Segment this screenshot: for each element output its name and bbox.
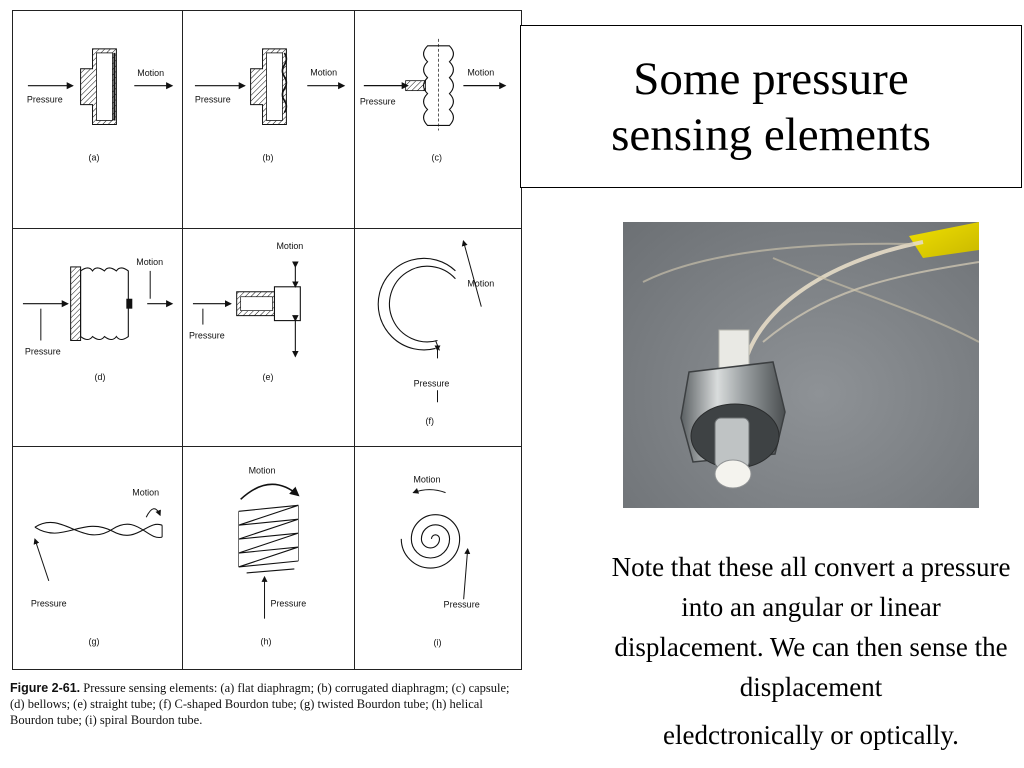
- motion-label: Motion: [137, 68, 164, 78]
- panel-label: (e): [263, 372, 274, 382]
- note-text: Note that these all convert a pressure i…: [606, 547, 1016, 755]
- panel-label: (c): [432, 152, 442, 162]
- panel-d-bellows: Pressure Motion (d): [13, 229, 183, 447]
- pressure-label: Pressure: [444, 599, 480, 609]
- pressure-label: Pressure: [189, 330, 225, 340]
- panel-a-flat-diaphragm: Pressure Motion (a): [13, 11, 183, 229]
- pressure-label: Pressure: [27, 95, 63, 105]
- note-last-line: eledctronically or optically.: [663, 720, 959, 750]
- twisted-bourdon-drawing: Pressure Motion (g): [31, 487, 163, 646]
- capsule-drawing: Pressure Motion (c): [360, 38, 507, 162]
- motion-label: Motion: [467, 68, 494, 78]
- panel-b-corrugated-diaphragm: Pressure Motion (b): [183, 11, 355, 229]
- pressure-label: Pressure: [270, 599, 306, 609]
- pressure-label: Pressure: [25, 346, 61, 356]
- flat-diaphragm-drawing: Pressure Motion (a): [27, 48, 174, 162]
- motion-label: Motion: [132, 487, 159, 497]
- motion-label: Motion: [276, 241, 303, 251]
- panel-h-helical-bourdon: Pressure Motion (h): [183, 447, 355, 669]
- panel-i-spiral-bourdon: Pressure Motion (i): [355, 447, 521, 669]
- helical-bourdon-drawing: Pressure Motion (h): [238, 465, 306, 646]
- panel-label: (f): [426, 416, 434, 426]
- corrugated-diaphragm-drawing: Pressure Motion (b): [194, 48, 346, 162]
- pressure-label: Pressure: [360, 97, 396, 107]
- slide-title-box: Some pressure sensing elements: [520, 25, 1022, 188]
- sensor-tip: [714, 459, 752, 489]
- straight-tube-drawing: Pressure Motion (e): [189, 241, 303, 382]
- figure-caption-text: Pressure sensing elements: (a) flat diap…: [10, 681, 510, 727]
- motion-label: Motion: [467, 279, 494, 289]
- pressure-label: Pressure: [195, 95, 231, 105]
- panel-f-c-shaped-bourdon: Pressure Motion (f): [355, 229, 521, 447]
- spiral-bourdon-drawing: Pressure Motion (i): [400, 475, 480, 648]
- panel-label: (d): [95, 372, 106, 382]
- panel-label: (b): [263, 152, 274, 162]
- figure-caption: Figure 2-61. Pressure sensing elements: …: [10, 680, 525, 728]
- panel-c-capsule: Pressure Motion (c): [355, 11, 521, 229]
- panel-label: (h): [261, 636, 272, 646]
- pressure-sensor-photo: [623, 222, 979, 508]
- sensor-photo-drawing: [642, 222, 979, 489]
- panel-g-twisted-bourdon: Pressure Motion (g): [13, 447, 183, 669]
- title-line-1: Some pressure: [633, 52, 909, 105]
- panel-label: (a): [89, 152, 100, 162]
- yellow-connector: [909, 222, 979, 258]
- bellows-drawing: Pressure Motion (d): [22, 257, 174, 382]
- motion-label: Motion: [310, 68, 337, 78]
- title-line-2: sensing elements: [611, 108, 931, 161]
- panel-label: (i): [433, 638, 441, 648]
- c-bourdon-drawing: Pressure Motion (f): [377, 239, 494, 426]
- panel-label: (g): [89, 636, 100, 646]
- motion-label: Motion: [249, 465, 276, 475]
- pressure-label: Pressure: [414, 378, 450, 388]
- figure-number: Figure 2-61.: [10, 681, 81, 695]
- note-body: Note that these all convert a pressure i…: [611, 552, 1011, 702]
- motion-label: Motion: [136, 257, 163, 267]
- panel-e-straight-tube: Pressure Motion (e): [183, 229, 355, 447]
- pressure-elements-figure: Pressure Motion (a) Pressure Motion (b) …: [12, 10, 522, 670]
- motion-label: Motion: [413, 475, 440, 485]
- pressure-label: Pressure: [31, 599, 67, 609]
